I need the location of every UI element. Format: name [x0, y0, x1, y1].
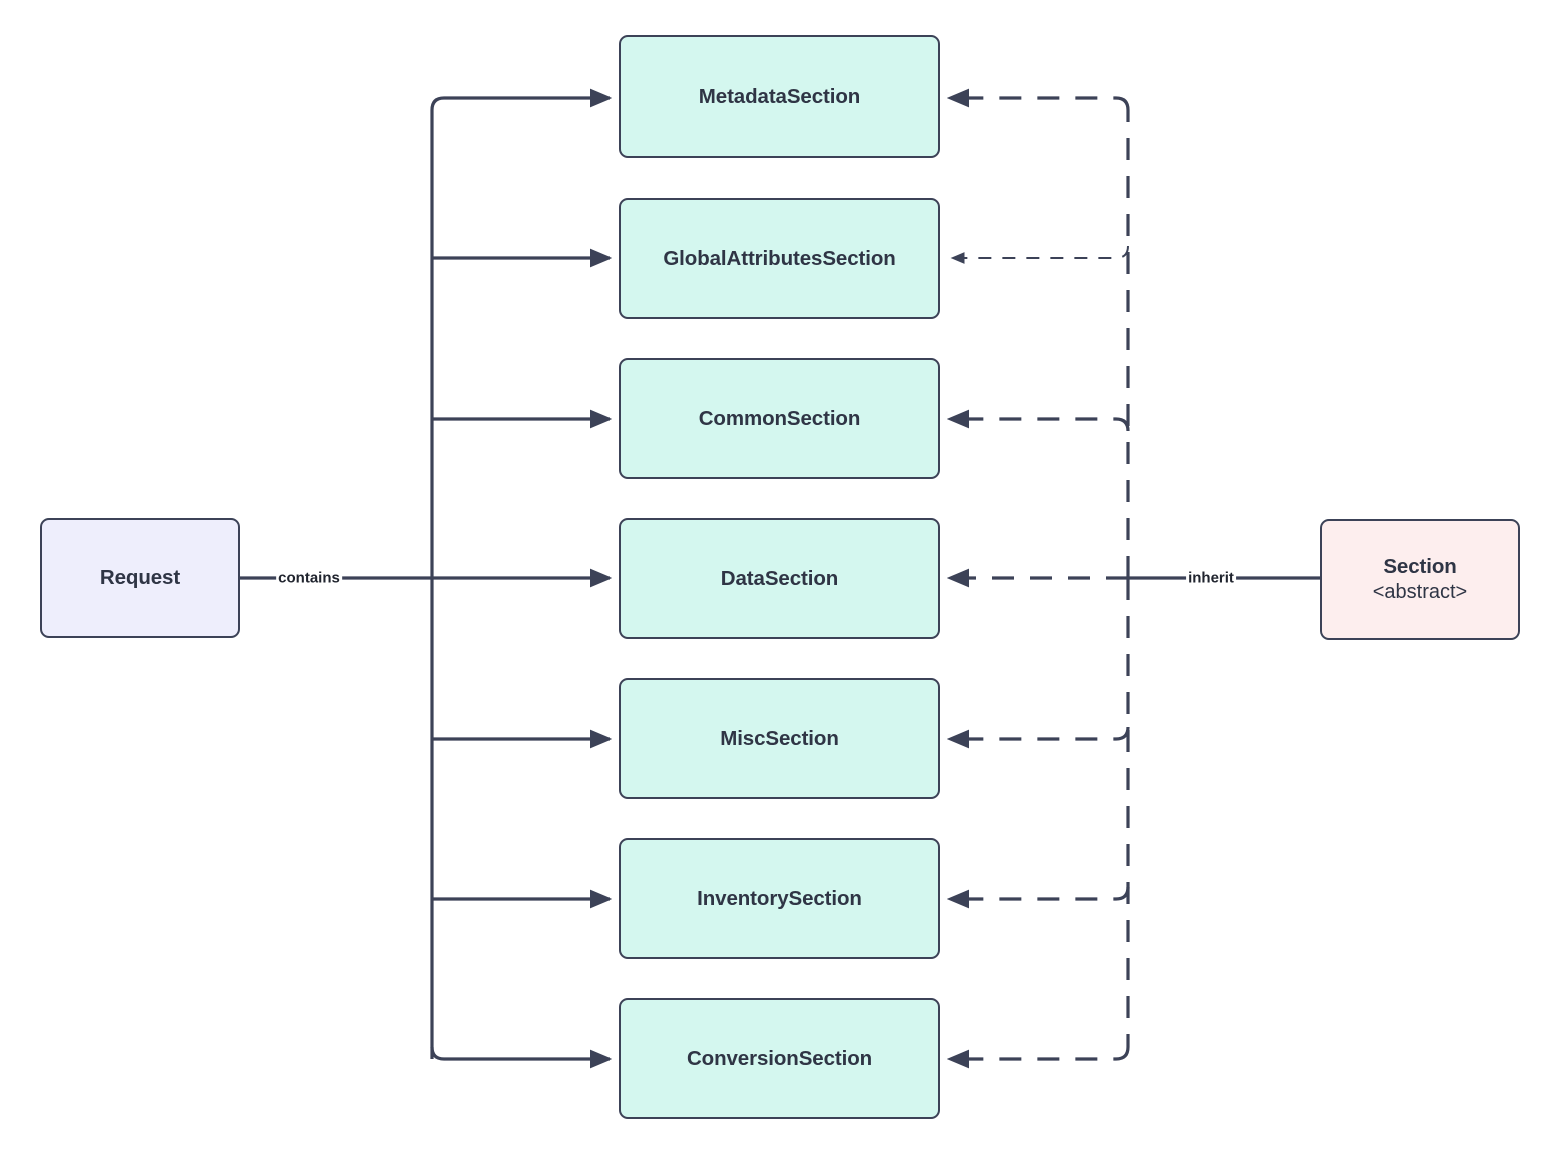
edge-label-inherit: inherit	[1186, 569, 1236, 587]
node-section-abstract-label: Section	[1383, 554, 1457, 578]
edge-inherit-to-common	[946, 409, 1130, 432]
node-global-attributes-section-label: GlobalAttributesSection	[663, 246, 896, 270]
node-section-abstract[interactable]: Section <abstract>	[1320, 519, 1520, 640]
node-section-abstract-stereotype: <abstract>	[1372, 581, 1468, 604]
node-metadata-section-label: MetadataSection	[698, 84, 861, 108]
edge-inherit-to-conversion	[946, 1046, 1130, 1069]
node-misc-section[interactable]: MiscSection	[619, 678, 940, 799]
node-common-section-label: CommonSection	[698, 406, 861, 430]
edge-inherit-to-misc	[946, 726, 1130, 749]
node-metadata-section[interactable]: MetadataSection	[619, 35, 940, 158]
edge-contains-to-conversion	[430, 1046, 613, 1069]
node-request-label: Request	[99, 566, 181, 590]
edge-contains-to-metadata	[430, 88, 613, 111]
node-data-section[interactable]: DataSection	[619, 518, 940, 639]
node-inventory-section-label: InventorySection	[697, 886, 862, 910]
node-data-section-label: DataSection	[720, 566, 839, 590]
edge-inherit-to-metadata	[946, 88, 1130, 111]
edge-inherit-to-globalattributes	[950, 245, 1129, 264]
node-conversion-section[interactable]: ConversionSection	[619, 998, 940, 1119]
node-inventory-section[interactable]: InventorySection	[619, 838, 940, 959]
node-request[interactable]: Request	[40, 518, 240, 638]
node-common-section[interactable]: CommonSection	[619, 358, 940, 479]
node-global-attributes-section[interactable]: GlobalAttributesSection	[619, 198, 940, 319]
edge-inherit-to-inventory	[946, 886, 1130, 909]
edge-label-contains: contains	[276, 569, 342, 587]
node-conversion-section-label: ConversionSection	[686, 1046, 873, 1070]
node-misc-section-label: MiscSection	[720, 726, 839, 750]
